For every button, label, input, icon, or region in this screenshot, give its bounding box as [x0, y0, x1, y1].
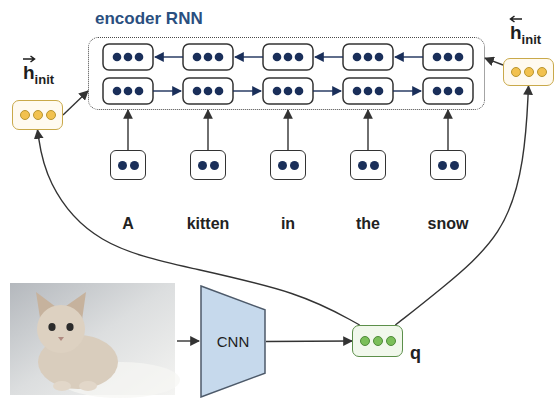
word-label: in [281, 215, 295, 233]
connector-arrow [38, 130, 360, 325]
vector-dot [290, 161, 299, 170]
state-subscript: init [522, 32, 542, 47]
connector-arrow [207, 110, 208, 150]
vector-dot [524, 67, 534, 77]
vector-dot [373, 336, 383, 346]
rnn-cell [423, 44, 473, 70]
state-symbol: h [510, 22, 522, 43]
vector-dot [130, 161, 139, 170]
encoder-box: encoder RNN [88, 37, 485, 110]
direction-arrow-path [511, 16, 523, 22]
connector-arrow [447, 110, 448, 150]
word-label: snow [428, 215, 469, 233]
feature-vector: q [352, 325, 403, 357]
connector-arrow [127, 110, 128, 150]
group-heading: encoder RNN [95, 9, 203, 29]
cnn-outline [201, 286, 265, 397]
rnn-cell [183, 44, 233, 70]
embedding-box: the [350, 150, 386, 180]
rnn-cell [103, 44, 153, 70]
connector-arrow [367, 110, 368, 150]
recurrent-arrow [235, 56, 263, 57]
vector-dot [278, 161, 287, 170]
recurrent-arrow [233, 90, 261, 91]
recurrent-arrows [153, 57, 423, 91]
connector-arrow [266, 340, 352, 342]
state-subscript: init [35, 72, 55, 87]
vector-dot [511, 67, 521, 77]
kitten-photo [10, 283, 180, 398]
vector-dot [438, 161, 447, 170]
rnn-cells [103, 44, 473, 104]
recurrent-arrow [395, 56, 423, 57]
rnn-cell [343, 78, 393, 104]
vector-label: q [410, 343, 421, 364]
kitten-paw [79, 381, 97, 391]
kitten-eye [48, 323, 55, 331]
connector-arrow [485, 58, 503, 65]
state-symbol: h [23, 62, 35, 83]
rnn-cell [263, 44, 313, 70]
vector-dot [46, 110, 56, 120]
vector-dot [537, 67, 547, 77]
connector-arrow [63, 91, 88, 115]
direction-arrow-path [23, 56, 35, 62]
vector-dot [450, 161, 459, 170]
init-state: hinit [12, 100, 63, 130]
kitten-nose [58, 337, 64, 341]
vector-dot [386, 336, 396, 346]
recurrent-arrow [153, 90, 181, 91]
vector-dot [198, 161, 207, 170]
embedding-box: in [270, 150, 306, 180]
kitten-paw [53, 381, 71, 391]
kitten-head [37, 305, 85, 353]
embedding-box: A [110, 150, 146, 180]
init-state: hinit [503, 58, 554, 86]
connector-arrow [287, 110, 288, 150]
recurrent-arrow [155, 56, 183, 57]
recurrent-arrow [393, 90, 421, 91]
rnn-cell [263, 78, 313, 104]
vector-dot [358, 161, 367, 170]
direction-arrow [22, 55, 36, 63]
vector-dot [33, 110, 43, 120]
connector-arrow [395, 86, 528, 325]
word-label: kitten [187, 215, 230, 233]
image-arrow [177, 340, 199, 341]
kitten-eye [66, 323, 73, 331]
vector-dot [20, 110, 30, 120]
vector-dot [370, 161, 379, 170]
state-label: hinit [23, 63, 54, 82]
word-label: the [356, 215, 380, 233]
direction-arrow [509, 15, 523, 23]
recurrent-arrow [313, 90, 341, 91]
word-label: A [122, 215, 134, 233]
rnn-cell [103, 78, 153, 104]
recurrent-arrow [315, 56, 343, 57]
rnn-cell [183, 78, 233, 104]
state-label: hinit [510, 23, 541, 42]
vector-dot [210, 161, 219, 170]
vector-dot [360, 336, 370, 346]
vector-dot [118, 161, 127, 170]
rnn-cell [343, 44, 393, 70]
connectors [38, 58, 529, 341]
cnn-block: CNN [200, 285, 266, 398]
embedding-box: snow [430, 150, 466, 180]
embedding-box: kitten [190, 150, 226, 180]
block-label: CNN [217, 333, 250, 350]
rnn-cell [423, 78, 473, 104]
